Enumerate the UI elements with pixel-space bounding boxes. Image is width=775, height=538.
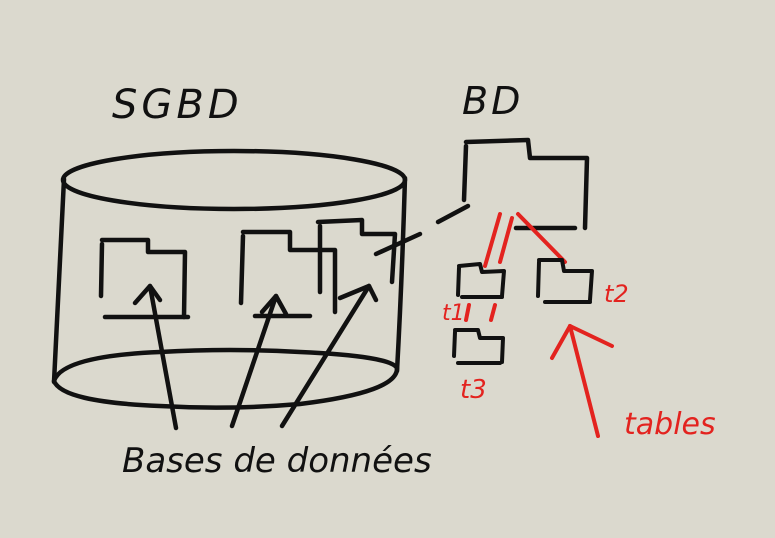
t3-label: t3 <box>460 375 487 405</box>
db-folder-2 <box>238 229 338 319</box>
bd-folder <box>461 137 590 231</box>
databases-label: Bases de données <box>122 441 432 481</box>
table-t3-folder <box>452 328 505 365</box>
arrows-to-databases <box>132 283 379 431</box>
bd-to-tables-lines <box>483 212 567 268</box>
line-to-t2 <box>516 212 567 264</box>
bd-label: BD <box>462 79 523 123</box>
cylinder-top <box>60 148 408 212</box>
connector-line-a <box>373 231 423 257</box>
arrow-2 <box>229 293 279 429</box>
tick-t1-t3-b <box>489 303 497 322</box>
sgbd-label: SGBD <box>112 82 243 128</box>
sgbd-cylinder <box>51 148 408 410</box>
table-t1-folder <box>456 262 506 299</box>
arrow-3 <box>279 283 372 429</box>
line-to-t1 <box>483 212 502 268</box>
tables-label: tables <box>624 407 716 442</box>
tables-arrow <box>550 324 614 438</box>
cylinder-left-side <box>51 176 67 385</box>
arrow-1 <box>147 283 179 431</box>
connector-line-b <box>435 203 471 225</box>
db-folder-3 <box>315 217 398 295</box>
tick-t1-t3-a <box>464 303 471 322</box>
line-to-t1-b <box>498 216 514 264</box>
cylinder-right-side <box>394 175 408 374</box>
table-t2-folder <box>536 258 594 304</box>
t1-label: t1 <box>442 301 465 326</box>
cylinder-bottom <box>51 347 400 410</box>
db-folder-1 <box>98 237 191 320</box>
t2-label: t2 <box>604 280 629 308</box>
